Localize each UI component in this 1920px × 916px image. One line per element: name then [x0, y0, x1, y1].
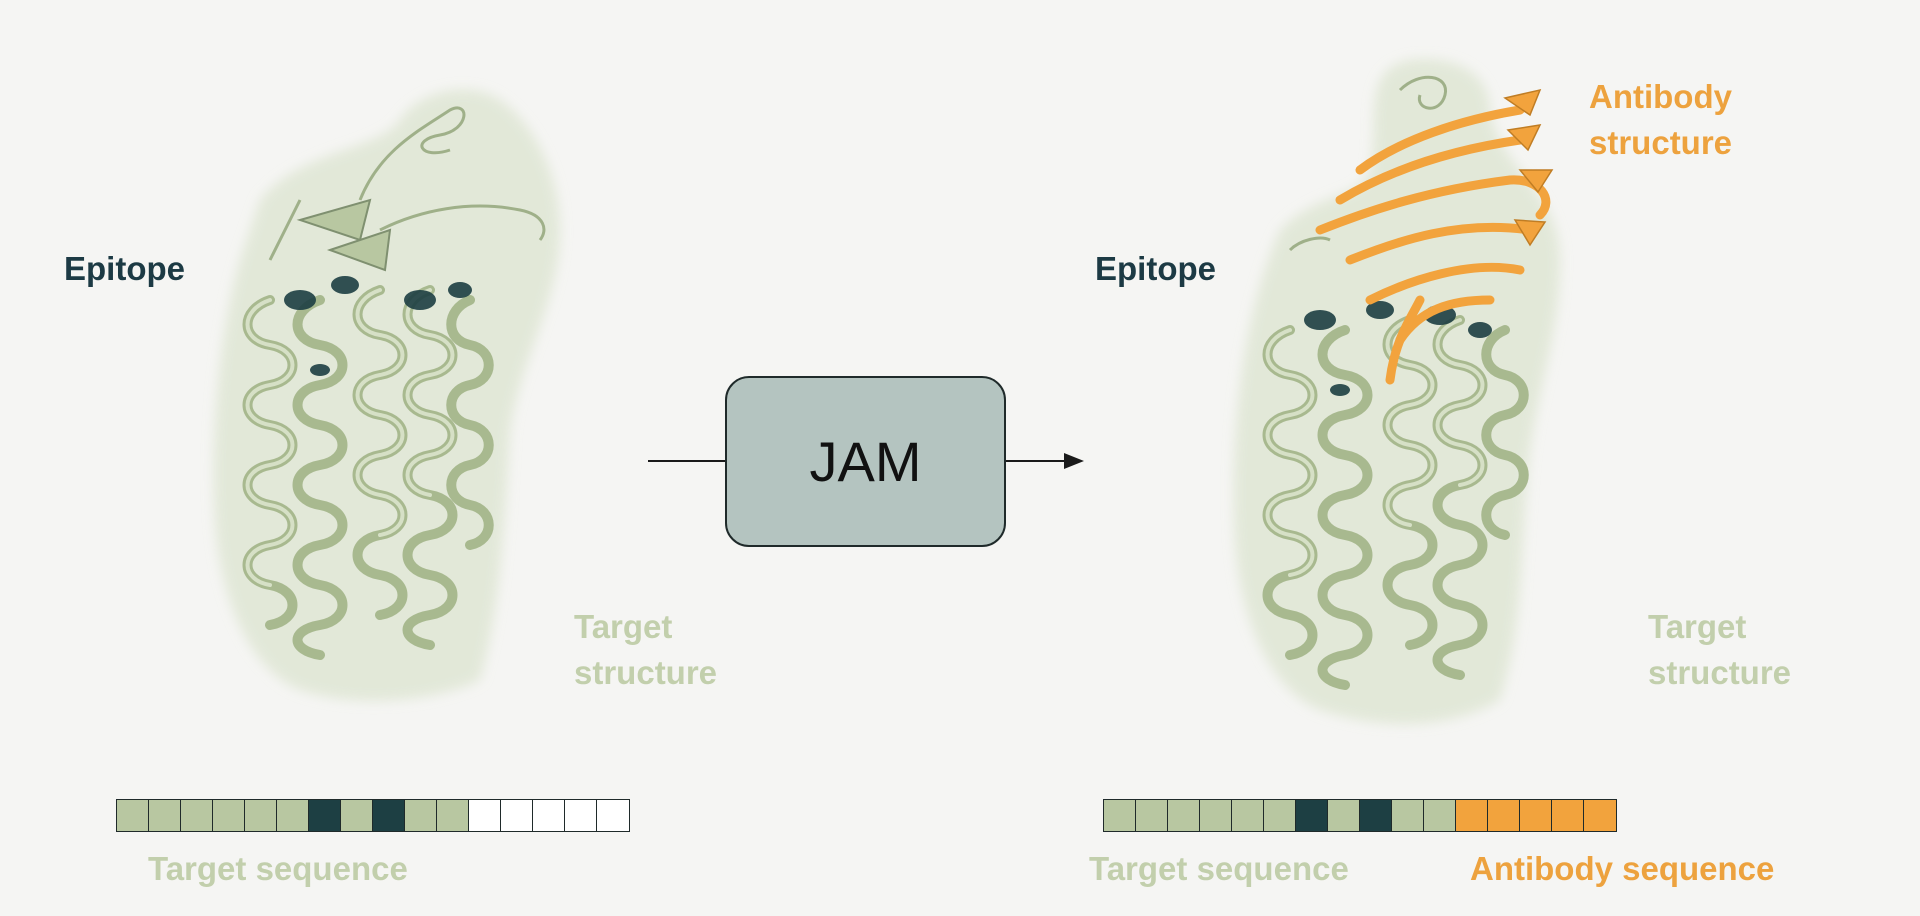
- sequence-cell-target: [1424, 800, 1456, 831]
- complex-structure-right: [1233, 59, 1560, 724]
- target-structure-label-right-line1: Target: [1648, 608, 1747, 645]
- sequence-cell-empty: [597, 800, 629, 831]
- sequence-cell-target: [341, 800, 373, 831]
- input-sequence-bar: [116, 799, 630, 832]
- sequence-cell-epitope: [309, 800, 341, 831]
- sequence-cell-target: [1264, 800, 1296, 831]
- sequence-cell-target: [149, 800, 181, 831]
- sequence-cell-target: [277, 800, 309, 831]
- sequence-cell-target: [1328, 800, 1360, 831]
- sequence-cell-target: [1392, 800, 1424, 831]
- antibody-structure-label-line2: structure: [1589, 124, 1733, 161]
- sequence-cell-target: [405, 800, 437, 831]
- sequence-cell-target: [245, 800, 277, 831]
- sequence-cell-antibody: [1584, 800, 1616, 831]
- sequence-cell-antibody: [1552, 800, 1584, 831]
- arrow-head-icon: [1064, 453, 1084, 469]
- epitope-label-left: Epitope: [64, 250, 185, 287]
- target-structure-label-left: Target structure: [574, 604, 717, 696]
- sequence-cell-antibody: [1520, 800, 1552, 831]
- sequence-cell-target: [1232, 800, 1264, 831]
- target-sequence-label-left: Target sequence: [148, 850, 408, 887]
- sequence-cell-target: [1200, 800, 1232, 831]
- antibody-sequence-label: Antibody sequence: [1470, 850, 1775, 887]
- sequence-cell-target: [181, 800, 213, 831]
- target-structure-left: [213, 89, 560, 701]
- sequence-cell-target: [117, 800, 149, 831]
- target-structure-label-left-line1: Target: [574, 608, 673, 645]
- sequence-cell-empty: [501, 800, 533, 831]
- sequence-cell-epitope: [1360, 800, 1392, 831]
- sequence-cell-target: [1104, 800, 1136, 831]
- sequence-cell-antibody: [1456, 800, 1488, 831]
- target-sequence-label-right: Target sequence: [1089, 850, 1349, 887]
- target-structure-label-left-line2: structure: [574, 654, 718, 691]
- sequence-cell-target: [1136, 800, 1168, 831]
- sequence-cell-antibody: [1488, 800, 1520, 831]
- target-structure-label-right: Target structure: [1648, 604, 1791, 696]
- epitope-label-right: Epitope: [1095, 250, 1216, 287]
- target-structure-label-right-line2: structure: [1648, 654, 1792, 691]
- sequence-cell-empty: [533, 800, 565, 831]
- sequence-cell-epitope: [373, 800, 405, 831]
- output-sequence-bar: [1103, 799, 1617, 832]
- sequence-cell-target: [1168, 800, 1200, 831]
- jam-model-box: JAM: [725, 376, 1006, 547]
- antibody-ribbon: [1315, 95, 1551, 385]
- antibody-structure-label: Antibody structure: [1589, 74, 1732, 166]
- sequence-cell-target: [213, 800, 245, 831]
- sequence-cell-empty: [469, 800, 501, 831]
- sequence-cell-empty: [565, 800, 597, 831]
- sequence-cell-epitope: [1296, 800, 1328, 831]
- sequence-cell-target: [437, 800, 469, 831]
- antibody-structure-label-line1: Antibody: [1589, 78, 1732, 115]
